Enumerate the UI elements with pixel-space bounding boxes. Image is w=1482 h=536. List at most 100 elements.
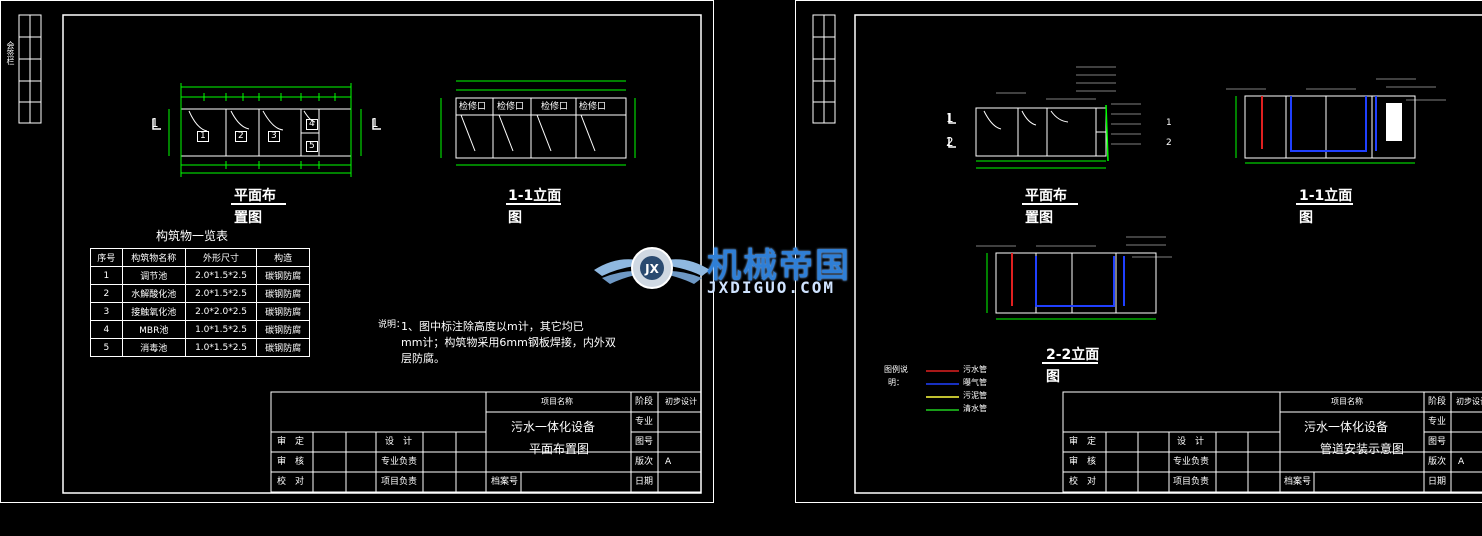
tb-project-name: 污水一体化设备: [1304, 420, 1389, 434]
compartment-number: 5: [306, 141, 318, 152]
tb-lead-label: 专业负责: [1173, 457, 1210, 467]
tb-version-value: A: [1458, 457, 1465, 467]
table-cell: 接触氧化池: [121, 302, 186, 321]
table-row: 5 消毒池 1.0*1.5*2.5 碳钢防腐: [90, 338, 310, 357]
table-header-row: 序号 构筑物名称 外形尺寸 构造: [90, 248, 310, 267]
table-cell: 3: [90, 302, 123, 321]
legend-item: 清水管: [963, 404, 987, 413]
tb-drawing-no-label: 图号: [1428, 437, 1447, 447]
table-cell: 2.0*1.5*2.5: [184, 266, 258, 285]
legend-label: 图例说: [884, 365, 908, 374]
table-cell: 调节池: [121, 266, 186, 285]
tb-date-label: 日期: [1428, 477, 1447, 487]
legend-item: 污泥管: [963, 391, 987, 400]
tb-proof-label: 校 对: [1069, 477, 1097, 487]
tb-date-label: 日期: [635, 477, 654, 487]
compartment-number: 3: [268, 131, 280, 142]
signature-strip-label: 会签栏: [6, 41, 15, 65]
table-cell: 碳钢防腐: [256, 266, 310, 285]
table-header-cell: 构筑物名称: [121, 248, 186, 267]
tb-pm-label: 项目负责: [1173, 477, 1210, 487]
tb-stage-value: 初步设计: [665, 397, 697, 406]
table-cell: 2.0*2.0*2.5: [184, 302, 258, 321]
tb-stage-label: 阶段: [635, 397, 654, 407]
tb-archive-label: 档案号: [491, 477, 519, 487]
manhole-label: 检修口: [497, 102, 525, 112]
tb-stage-label: 阶段: [1428, 397, 1447, 407]
tb-design-label: 设 计: [385, 437, 413, 447]
compartment-number: 4: [306, 119, 318, 130]
note-line: mm计；构筑物采用6mm钢板焊接，内外双: [401, 336, 616, 349]
tb-major-label: 专业: [1428, 417, 1447, 427]
note-line: 1、图中标注除高度以m计，其它均已: [401, 320, 584, 333]
manhole-label: 检修口: [579, 102, 607, 112]
tb-review-label: 审 定: [277, 437, 305, 447]
table-header-cell: 构造: [256, 248, 310, 267]
section-view-title-2: 图: [1046, 369, 1060, 385]
table-cell: 消毒池: [121, 338, 186, 357]
table-row: 3 接触氧化池 2.0*2.0*2.5 碳钢防腐: [90, 302, 310, 321]
watermark-logo: JX 机械帝国 JXDIGUO.COM: [592, 232, 892, 302]
elevation-view-title: 1-1立面: [1299, 188, 1353, 204]
section-mark: 2: [946, 135, 954, 149]
manhole-label: 检修口: [459, 102, 487, 112]
tb-version-value: A: [665, 457, 672, 467]
legend-item: 污水管: [963, 365, 987, 374]
table-cell: 碳钢防腐: [256, 302, 310, 321]
table-cell: 2.0*1.5*2.5: [184, 284, 258, 303]
note-line: 层防腐。: [401, 352, 445, 365]
table-cell: 5: [90, 338, 123, 357]
structure-table: 序号 构筑物名称 外形尺寸 构造 1 调节池 2.0*1.5*2.5 碳钢防腐 …: [90, 248, 310, 357]
tb-review-label: 审 定: [1069, 437, 1097, 447]
watermark-badge: JX: [644, 262, 659, 276]
watermark-title: 机械帝国: [707, 246, 851, 286]
plan-view-title-2: 置图: [234, 210, 262, 226]
tb-check-label: 审 核: [1069, 457, 1097, 467]
legend-label-2: 明：: [888, 378, 904, 387]
tb-lead-label: 专业负责: [381, 457, 418, 467]
tb-drawing-name: 管道安装示意图: [1320, 442, 1405, 456]
table-cell: 1.0*1.5*2.5: [184, 320, 258, 339]
winged-gear-icon: JX: [594, 247, 710, 289]
tb-drawing-no-label: 图号: [635, 437, 654, 447]
tb-check-label: 审 核: [277, 457, 305, 467]
section-mark: 1: [371, 116, 379, 130]
elevation-view-title-2: 图: [1299, 210, 1313, 226]
table-cell: 碳钢防腐: [256, 320, 310, 339]
sheet2-linework: [812, 14, 1482, 494]
table-cell: 2: [90, 284, 123, 303]
table-cell: 1.0*1.5*2.5: [184, 338, 258, 357]
table-cell: 1: [90, 266, 123, 285]
legend-item: 曝气管: [963, 378, 987, 387]
table-cell: 碳钢防腐: [256, 338, 310, 357]
manhole-label: 检修口: [541, 102, 569, 112]
structure-table-title: 构筑物一览表: [156, 229, 229, 243]
note-label: 说明：: [378, 320, 406, 330]
elevation-view-title-2: 图: [508, 210, 522, 226]
compartment-number: 2: [235, 131, 247, 142]
compartment-number: 1: [197, 131, 209, 142]
tb-pm-label: 项目负责: [381, 477, 418, 487]
section-view-title: 2-2立面: [1046, 347, 1100, 363]
table-row: 4 MBR池 1.0*1.5*2.5 碳钢防腐: [90, 320, 310, 339]
table-cell: 4: [90, 320, 123, 339]
section-mark: 1: [946, 111, 954, 125]
watermark-subtitle: JXDIGUO.COM: [707, 278, 835, 297]
table-cell: 水解酸化池: [121, 284, 186, 303]
table-cell: 碳钢防腐: [256, 284, 310, 303]
plan-view-title: 平面布: [1025, 188, 1067, 204]
tb-project-name: 污水一体化设备: [511, 420, 596, 434]
table-header-cell: 序号: [90, 248, 123, 267]
table-cell: MBR池: [121, 320, 186, 339]
elevation-view-title: 1-1立面: [508, 188, 562, 204]
section-mark: 2: [1166, 138, 1172, 148]
section-mark: 1: [1166, 118, 1172, 128]
section-mark: 1: [151, 116, 159, 130]
table-row: 1 调节池 2.0*1.5*2.5 碳钢防腐: [90, 266, 310, 285]
tb-version-label: 版次: [635, 457, 654, 467]
table-header-cell: 外形尺寸: [184, 248, 258, 267]
tb-stage-value: 初步设计: [1456, 397, 1482, 406]
table-row: 2 水解酸化池 2.0*1.5*2.5 碳钢防腐: [90, 284, 310, 303]
drawing-sheet-piping: 1 2 1 2 平面布 置图 1-1立面 图 2-2立面 图 图例说 明： 污水…: [795, 0, 1482, 503]
sheet1-linework: [18, 14, 702, 494]
